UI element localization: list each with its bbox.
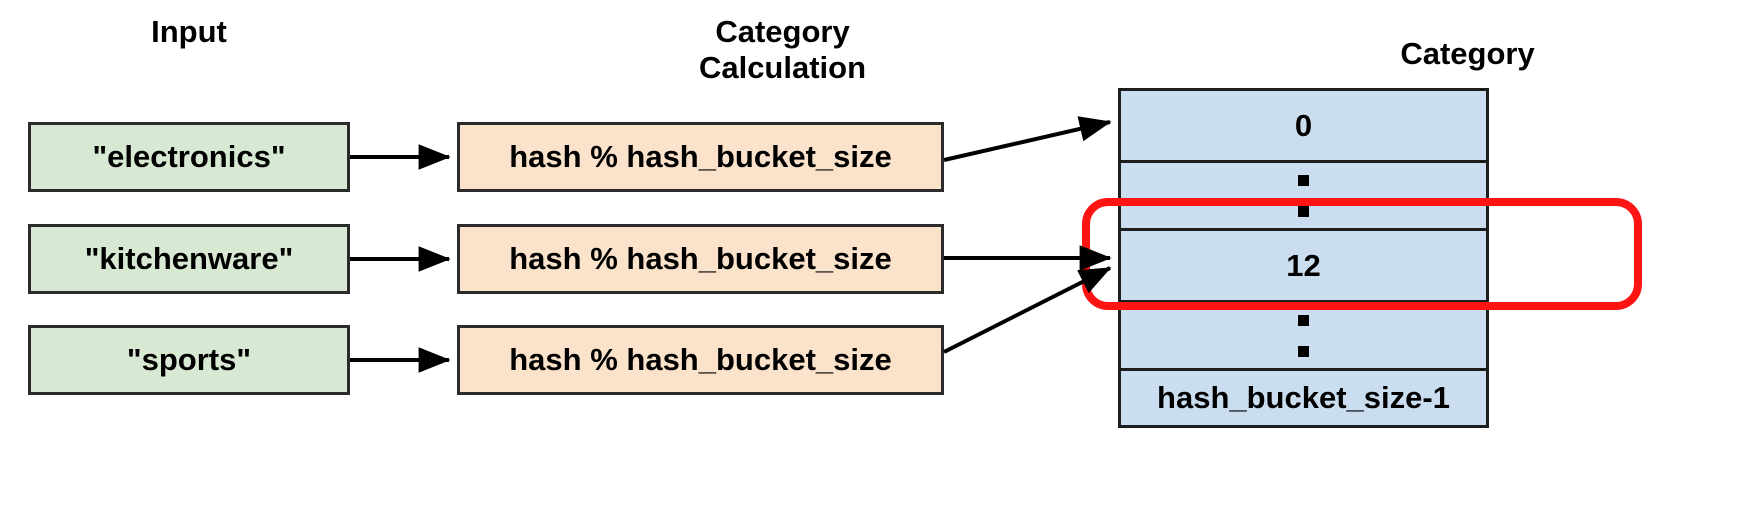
bucket-row-label: hash_bucket_size-1	[1157, 380, 1450, 415]
bucket-row-last[interactable]: hash_bucket_size-1	[1121, 371, 1486, 425]
input-node-electronics[interactable]: "electronics"	[28, 122, 350, 192]
ellipsis-dot	[1298, 174, 1309, 186]
category-bucket-table: 0 12 hash_bucket_size-1	[1118, 88, 1489, 428]
bucket-row-0[interactable]: 0	[1121, 91, 1486, 163]
bucket-row-label: 12	[1286, 247, 1321, 283]
input-node-sports[interactable]: "sports"	[28, 325, 350, 395]
ellipsis-dot	[1298, 314, 1309, 326]
column-header-category-calculation: Category Calculation	[698, 14, 867, 85]
bucket-row-ellipsis-upper	[1121, 163, 1486, 231]
column-header-category: Category	[1400, 36, 1535, 71]
column-header-input: Input	[151, 14, 227, 49]
arrow-calc-to-bucket-0	[943, 116, 1112, 162]
bucket-row-12[interactable]: 12	[1121, 231, 1486, 303]
input-node-kitchenware[interactable]: "kitchenware"	[28, 224, 350, 294]
calc-node-electronics[interactable]: hash % hash_bucket_size	[457, 122, 944, 192]
calc-node-kitchenware[interactable]: hash % hash_bucket_size	[457, 224, 944, 294]
bucket-row-ellipsis-lower	[1121, 303, 1486, 371]
vertical-ellipsis-icon	[1121, 163, 1486, 228]
highlight-bucket-12	[1082, 198, 1642, 310]
ellipsis-dot	[1298, 205, 1309, 217]
ellipsis-dot	[1298, 345, 1309, 357]
calc-node-sports[interactable]: hash % hash_bucket_size	[457, 325, 944, 395]
bucket-row-label: 0	[1294, 107, 1313, 143]
vertical-ellipsis-icon	[1121, 303, 1486, 368]
